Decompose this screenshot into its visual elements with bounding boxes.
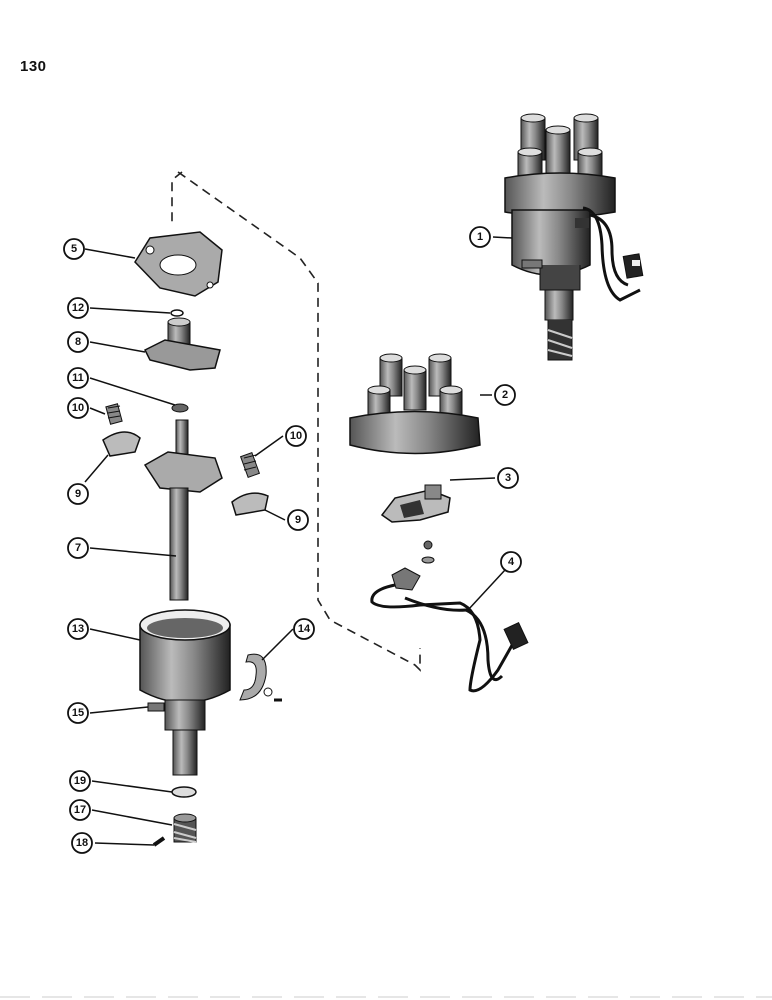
advance-spring-right — [239, 451, 261, 479]
callout-5: 5 — [63, 238, 85, 260]
callout-19: 19 — [69, 770, 91, 792]
distributor-housing — [139, 609, 231, 776]
page-number: 130 — [20, 58, 47, 75]
callout-8: 8 — [67, 331, 89, 353]
svg-text:5: 5 — [71, 243, 77, 255]
snap-ring — [170, 309, 184, 317]
retainer-clip — [239, 653, 282, 702]
cam-assembly — [143, 317, 221, 371]
roll-pin — [152, 836, 166, 847]
distributor-cap — [349, 353, 481, 455]
svg-text:10: 10 — [72, 402, 84, 414]
svg-text:2: 2 — [502, 389, 508, 401]
washer — [171, 403, 189, 413]
callout-12: 12 — [67, 297, 89, 319]
callout-3: 3 — [497, 467, 519, 489]
svg-text:3: 3 — [505, 472, 511, 484]
callout-18: 18 — [71, 832, 93, 854]
svg-text:19: 19 — [74, 775, 86, 787]
callout-17: 17 — [69, 799, 91, 821]
svg-text:14: 14 — [298, 623, 311, 635]
callout-9-right: 9 — [287, 509, 309, 531]
svg-text:4: 4 — [508, 556, 515, 568]
advance-weight-left — [102, 431, 141, 457]
svg-text:11: 11 — [72, 372, 84, 384]
svg-text:18: 18 — [76, 837, 88, 849]
svg-text:8: 8 — [75, 336, 81, 348]
svg-text:13: 13 — [72, 623, 84, 635]
drive-gear — [173, 813, 197, 843]
svg-text:10: 10 — [290, 430, 302, 442]
assembly-dashed-outline — [171, 171, 421, 672]
callout-14: 14 — [293, 618, 315, 640]
advance-spring-left — [105, 403, 123, 425]
svg-text:17: 17 — [74, 804, 86, 816]
callouts-layer: 1 2 3 4 5 12 8 11 10 9 10 9 7 13 14 15 1… — [63, 226, 522, 854]
callout-11: 11 — [67, 367, 89, 389]
svg-text:12: 12 — [72, 302, 84, 314]
svg-text:7: 7 — [75, 542, 81, 554]
svg-text:15: 15 — [72, 707, 84, 719]
svg-text:9: 9 — [75, 488, 81, 500]
rotor — [380, 484, 451, 523]
distributor-shaft — [143, 419, 223, 601]
callout-9-left: 9 — [67, 483, 89, 505]
callout-7: 7 — [67, 537, 89, 559]
breaker-plate — [134, 231, 223, 297]
callout-10-right: 10 — [285, 425, 307, 447]
svg-text:9: 9 — [295, 514, 301, 526]
svg-text:1: 1 — [477, 231, 483, 243]
callout-10-left: 10 — [67, 397, 89, 419]
advance-weight-right — [231, 492, 269, 516]
callout-1: 1 — [469, 226, 491, 248]
leader-lines — [84, 236, 513, 846]
thrust-washer — [171, 786, 197, 798]
callout-15: 15 — [67, 702, 89, 724]
callout-4: 4 — [500, 551, 522, 573]
distributor-assembly — [504, 113, 644, 361]
callout-2: 2 — [494, 384, 516, 406]
callout-13: 13 — [67, 618, 89, 640]
pickup-assembly — [370, 540, 529, 693]
